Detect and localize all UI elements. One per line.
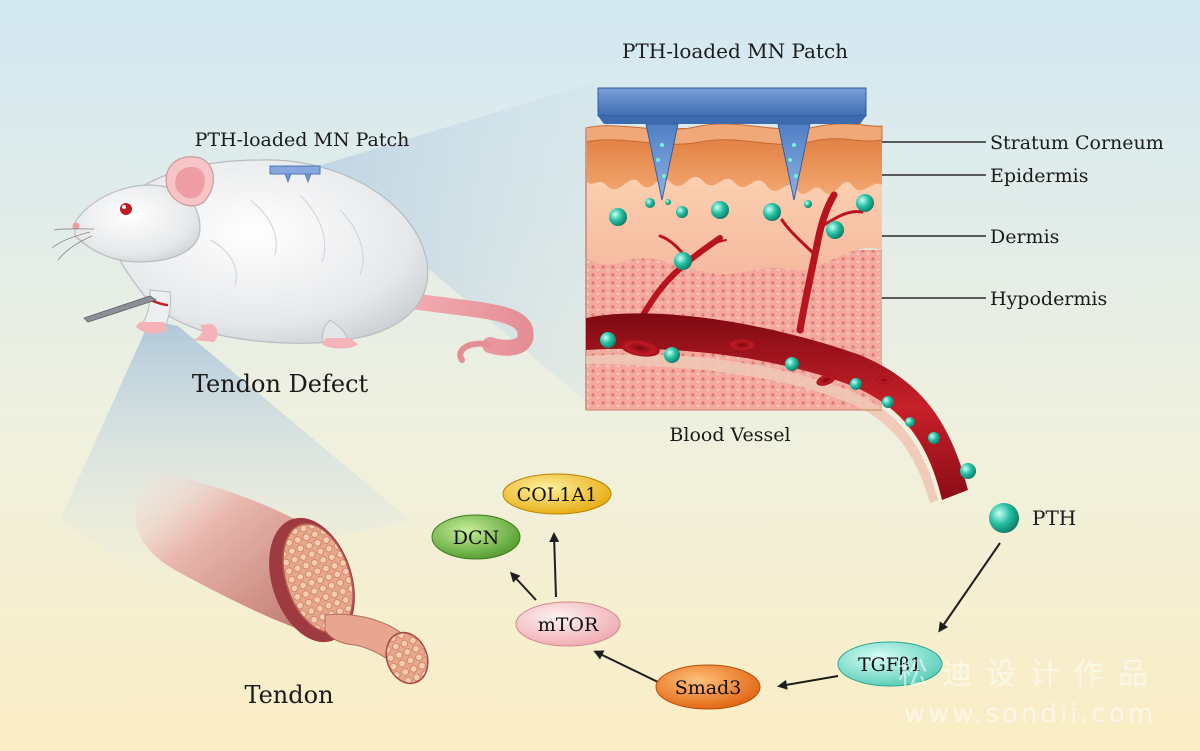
scalpel-icon — [83, 295, 157, 323]
arrow-mtor-to-col1a1 — [549, 532, 560, 598]
pth-particle — [804, 200, 812, 208]
pth-particle — [609, 208, 627, 226]
mouse-tail — [397, 292, 534, 356]
pth-particle — [645, 198, 655, 208]
tendon-defect-label: Tendon Defect — [192, 370, 369, 398]
pth-particle — [600, 332, 616, 348]
node-tgfb1-label: TGFβ1 — [858, 654, 922, 676]
arrow-smad3-to-mtor — [593, 650, 661, 684]
pth-particle — [882, 396, 894, 408]
pth-particle — [850, 378, 862, 390]
watermark-url: www.sondii.com — [904, 699, 1156, 729]
blood-vessel-label: Blood Vessel — [669, 424, 790, 446]
red-blood-cells — [620, 339, 892, 386]
pth-particle — [763, 203, 781, 221]
node-mtor-label: mTOR — [538, 614, 599, 636]
epidermis-label: Epidermis — [990, 165, 1088, 187]
stratum-corneum-label: Stratum Corneum — [990, 132, 1164, 154]
mouse-nose — [72, 222, 80, 230]
needle-payload-dots — [656, 143, 798, 178]
arrow-mtor-to-dcn — [509, 571, 537, 601]
skin-cross-section — [585, 87, 968, 503]
mouse-mn-patch — [269, 165, 321, 175]
mouse-tail-tip — [457, 340, 493, 363]
node-smad3: Smad3 — [655, 664, 761, 710]
pth-particle — [905, 417, 915, 427]
mouse-front-paw — [136, 322, 168, 334]
pth-particle — [856, 194, 874, 212]
mouse-mid-paw — [192, 324, 218, 342]
pth-particle — [960, 463, 976, 479]
mouse-illustration — [51, 156, 534, 363]
pth-particles — [600, 194, 976, 479]
pth-legend-particle — [989, 503, 1019, 533]
pth-particle — [826, 221, 844, 239]
arrow-pth-to-tgfb1 — [938, 542, 1001, 633]
pth-particle — [676, 206, 688, 218]
mouse-mn-needles — [284, 173, 312, 184]
pth-particle — [665, 199, 671, 205]
mouse-whiskers — [51, 228, 95, 261]
node-smad3-label: Smad3 — [675, 677, 742, 699]
mouse-eye — [120, 203, 132, 215]
tendon-label: Tendon — [244, 681, 333, 709]
pth-particle — [664, 347, 680, 363]
pth-particle — [785, 357, 799, 371]
mn-patch-base — [597, 87, 867, 117]
pth-label: PTH — [1032, 506, 1076, 530]
node-col1a1-label: COL1A1 — [517, 484, 598, 506]
watermark-chinese: 松迪设计作品 — [898, 657, 1162, 692]
node-col1a1: COL1A1 — [502, 473, 612, 515]
pth-particle — [674, 252, 692, 270]
mouse-head — [74, 184, 201, 263]
mouse-hind-paw — [322, 338, 358, 349]
node-dcn: DCN — [431, 514, 521, 560]
pth-particle — [711, 201, 729, 219]
top-patch-label: PTH-loaded MN Patch — [622, 39, 848, 63]
node-tgfb1: TGFβ1 — [837, 641, 943, 687]
tendon-fascicle-face — [385, 631, 429, 685]
pathway-arrows — [509, 532, 1001, 690]
mouse-ear-inner — [175, 167, 205, 199]
microneedle-left — [645, 123, 679, 201]
mouse-eye-highlight — [122, 205, 126, 209]
node-mtor: mTOR — [515, 601, 621, 647]
dermis-label: Dermis — [990, 226, 1059, 248]
mouse-patch-label: PTH-loaded MN Patch — [195, 129, 410, 151]
pth-particle — [928, 432, 940, 444]
hypodermis-label: Hypodermis — [990, 288, 1107, 310]
tendon-illustration — [135, 470, 429, 685]
blood-vessel-wall — [586, 354, 938, 503]
microneedle-right — [777, 123, 811, 201]
mn-patch-edge — [598, 116, 866, 124]
arrow-tgfb1-to-smad3 — [777, 675, 839, 690]
mouse-fur — [209, 194, 364, 286]
node-dcn-label: DCN — [453, 527, 499, 549]
layer-leader-lines — [882, 141, 986, 299]
